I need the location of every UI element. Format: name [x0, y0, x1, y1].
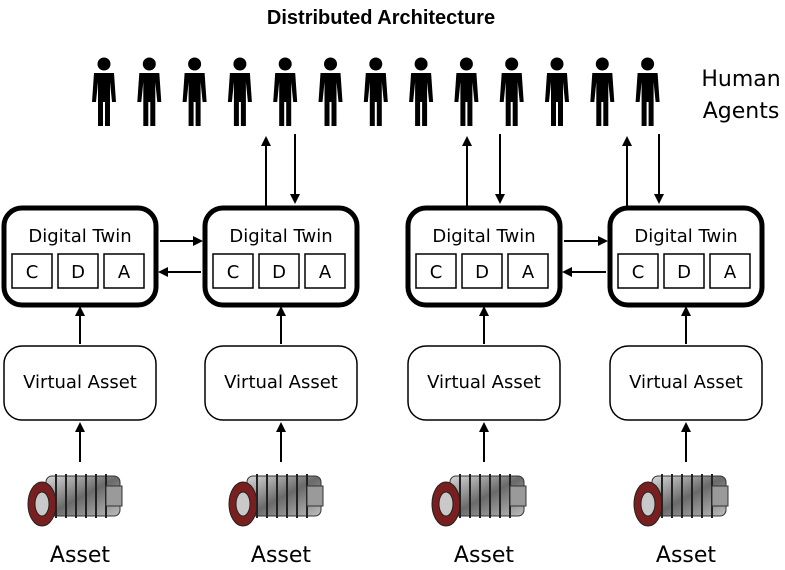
digital-twin-label: Digital Twin — [229, 226, 332, 247]
cda-box-a — [304, 253, 346, 289]
cda-box-a — [507, 253, 549, 289]
cda-box-d-label: D — [475, 262, 489, 283]
cda-box-c-label: C — [227, 262, 240, 283]
digital-twin-label: Digital Twin — [28, 226, 131, 247]
cda-box-c — [617, 253, 659, 289]
turbine-asset-icon — [228, 474, 324, 527]
asset-label: Asset — [656, 543, 717, 568]
human-agent-icon — [273, 57, 298, 126]
virtual-asset-label: Virtual Asset — [23, 372, 137, 393]
asset-label: Asset — [251, 543, 312, 568]
cda-box-d-label: D — [71, 262, 85, 283]
turbine-asset-icon — [431, 474, 527, 527]
virtual-asset-label: Virtual Asset — [629, 372, 743, 393]
cda-box-a — [709, 253, 751, 289]
virtual-asset-box — [3, 345, 157, 421]
human-agent-icon — [545, 57, 569, 126]
human-agent-icon — [318, 57, 343, 126]
digital-twin-label: Digital Twin — [634, 226, 737, 247]
human-agents-label-line2: Agents — [703, 99, 780, 124]
human-agents-label-line1: Human — [701, 67, 780, 92]
human-agent-icon — [137, 57, 162, 126]
cda-box-d-label: D — [272, 262, 286, 283]
cda-box-c — [11, 253, 53, 289]
cda-box-a-label: A — [319, 262, 332, 283]
cda-box-c — [212, 253, 254, 289]
virtual-asset-box — [204, 345, 358, 421]
diagram-title: Distributed Architecture — [267, 7, 495, 29]
cda-box-a-label: A — [522, 262, 535, 283]
cda-box-a-label: A — [724, 262, 737, 283]
cda-box-d — [461, 253, 503, 289]
cda-box-d — [57, 253, 99, 289]
digital-twin-label: Digital Twin — [432, 226, 535, 247]
cda-box-d — [663, 253, 705, 289]
human-agent-icon — [227, 57, 252, 126]
cda-box-c — [415, 253, 457, 289]
cda-box-c-label: C — [430, 262, 443, 283]
virtual-asset-box — [609, 345, 763, 421]
human-agent-icon — [92, 57, 116, 126]
virtual-asset-label: Virtual Asset — [427, 372, 541, 393]
connector-arrows — [75, 134, 691, 462]
virtual-asset-box — [407, 345, 561, 421]
human-agent-icon — [363, 57, 388, 126]
human-agent-icon — [590, 57, 615, 126]
asset-label: Asset — [454, 543, 515, 568]
human-agent-icon — [635, 57, 660, 126]
human-agent-icon — [409, 57, 434, 126]
human-agent-icon — [182, 57, 207, 126]
turbine-asset-icon — [633, 474, 729, 527]
virtual-asset-label: Virtual Asset — [224, 372, 338, 393]
asset-label: Asset — [50, 543, 111, 568]
cda-box-c-label: C — [632, 262, 645, 283]
human-agents-row — [92, 57, 660, 126]
cda-box-a — [103, 253, 145, 289]
cda-box-a-label: A — [118, 262, 131, 283]
turbine-asset-icon — [27, 474, 123, 527]
cda-box-d — [258, 253, 300, 289]
cda-box-d-label: D — [677, 262, 691, 283]
human-agent-icon — [454, 57, 479, 126]
human-agent-icon — [499, 57, 524, 126]
cda-box-c-label: C — [26, 262, 39, 283]
